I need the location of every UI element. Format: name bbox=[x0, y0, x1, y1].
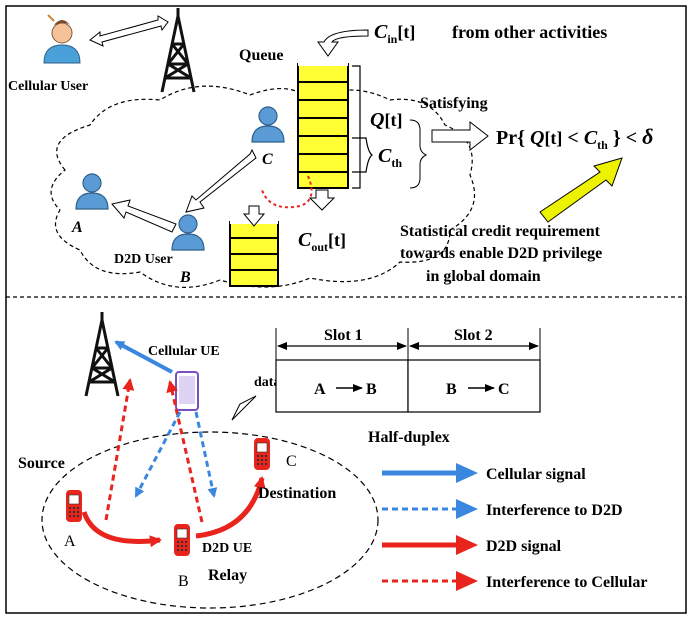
slot-1-label: Slot 1 bbox=[324, 327, 363, 344]
credit-line-2: towards enable D2D privilege bbox=[400, 245, 602, 262]
phone-c-icon bbox=[253, 437, 271, 471]
main-queue-out-arrow bbox=[308, 189, 336, 211]
d2d-signal-b-to-c bbox=[195, 476, 266, 539]
interference-d2d-arrow-2 bbox=[194, 411, 218, 498]
interference-d2d-arrow-1 bbox=[134, 411, 182, 498]
cellular-user-label: Cellular User bbox=[8, 79, 88, 94]
cth-label: Cth bbox=[378, 145, 402, 170]
node-c-label: C bbox=[286, 453, 297, 470]
probability-formula: Pr{ Q[t] < Cth } < δ bbox=[496, 124, 653, 152]
cellular-ue-label: Cellular UE bbox=[148, 344, 220, 359]
slot-table bbox=[275, 328, 541, 413]
svg-text:Interference to D2D: Interference to D2D bbox=[486, 502, 623, 519]
interference-cellular-arrow-a bbox=[104, 378, 135, 521]
arrow-c-to-b bbox=[185, 148, 257, 213]
svg-text:Interference to Cellular: Interference to Cellular bbox=[486, 574, 647, 591]
user-c-label: C bbox=[262, 151, 273, 168]
queue-label: Queue bbox=[239, 47, 283, 64]
phone-a-icon bbox=[65, 489, 83, 523]
outer-frame bbox=[5, 5, 687, 614]
arrow-b-to-a bbox=[111, 199, 177, 233]
small-queue-in-arrow bbox=[242, 205, 266, 227]
user-a-label: A bbox=[71, 219, 83, 236]
satisfying-label: Satisfying bbox=[420, 95, 488, 112]
legend-item-cellular-signal: Cellular signal bbox=[382, 463, 586, 483]
data-label: data bbox=[254, 375, 280, 390]
legend-item-interference-d2d: Interference to D2D bbox=[382, 499, 623, 519]
half-duplex-label: Half-duplex bbox=[368, 429, 450, 446]
interference-cellular-arrow-b bbox=[166, 380, 204, 523]
slot-1-from: A bbox=[314, 381, 326, 398]
cin-label: Cin[t] bbox=[374, 21, 415, 46]
source-label: Source bbox=[18, 455, 65, 472]
phone-b-icon bbox=[173, 523, 191, 557]
small-queue bbox=[229, 220, 279, 287]
d2d-cluster-ellipse bbox=[41, 431, 379, 609]
credit-arrow bbox=[539, 157, 623, 223]
relay-dotted-curve bbox=[261, 175, 313, 209]
d2d-ue-label: D2D UE bbox=[202, 541, 252, 556]
d2d-signal-a-to-b bbox=[81, 511, 162, 548]
node-a-label: A bbox=[64, 533, 76, 550]
cout-label: Cout[t] bbox=[298, 229, 346, 254]
slot-2-label: Slot 2 bbox=[454, 327, 493, 344]
d2d-user-label: D2D User bbox=[114, 252, 173, 267]
legend-item-d2d-signal: D2D signal bbox=[382, 535, 562, 555]
satisfying-brace bbox=[409, 119, 428, 189]
cellular-user-icon bbox=[43, 14, 81, 64]
cth-brace bbox=[352, 137, 373, 173]
credit-line-1: Statistical credit requirement bbox=[400, 223, 601, 240]
cellular-signal-arrow bbox=[114, 340, 173, 374]
credit-line-3: in global domain bbox=[426, 268, 541, 285]
svg-text:D2D signal: D2D signal bbox=[486, 538, 562, 555]
svg-text:Cellular signal: Cellular signal bbox=[486, 466, 586, 483]
tower-icon-top bbox=[160, 6, 196, 94]
user-b-label: B bbox=[179, 269, 191, 286]
cin-arrow bbox=[317, 29, 369, 57]
q-label: Q[t] bbox=[370, 109, 402, 131]
node-b-label: B bbox=[178, 573, 189, 590]
cellular-ue-icon bbox=[175, 371, 199, 411]
q-brace bbox=[352, 65, 361, 189]
main-queue bbox=[297, 62, 349, 189]
destination-label: Destination bbox=[258, 485, 336, 502]
tower-icon-bottom bbox=[84, 310, 120, 398]
legend-item-interference-cellular: Interference to Cellular bbox=[382, 571, 647, 591]
slot-1-to: B bbox=[366, 381, 377, 398]
relay-label: Relay bbox=[208, 567, 247, 584]
cin-note: from other activities bbox=[452, 22, 607, 42]
legend: Cellular signal Interference to D2D D2D … bbox=[382, 463, 647, 591]
satisfying-arrow bbox=[431, 120, 489, 152]
d2d-cloud bbox=[50, 85, 476, 288]
slot-2-from: B bbox=[446, 381, 457, 398]
slot-2-to: C bbox=[498, 381, 510, 398]
data-callout bbox=[231, 395, 257, 421]
cellular-link-arrow bbox=[89, 15, 169, 47]
